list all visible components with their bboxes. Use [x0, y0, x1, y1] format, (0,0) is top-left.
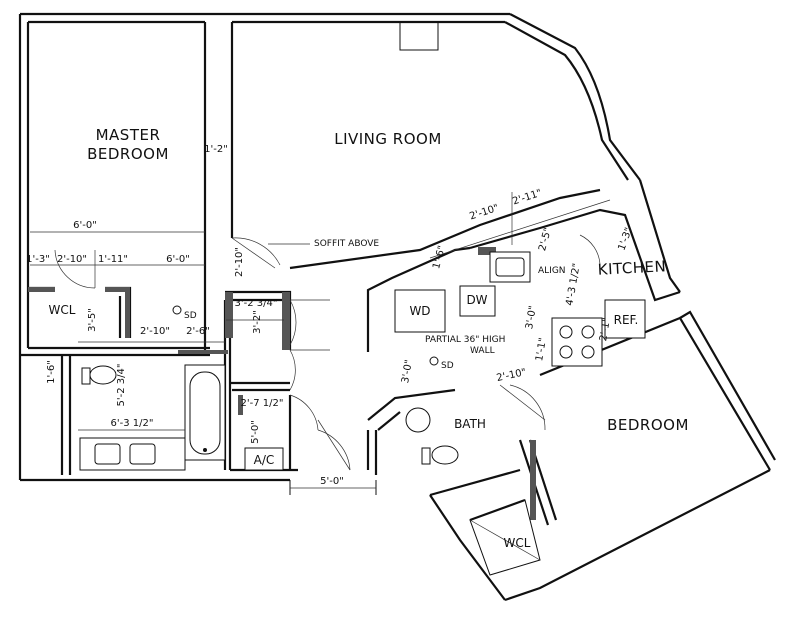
- room-label-bath: BATH: [454, 417, 486, 431]
- room-label-master-2: BEDROOM: [87, 145, 169, 163]
- dim-3-2-3-4: 3'-2 3/4": [235, 298, 278, 309]
- dim-1-6-left: 1'-6": [46, 360, 57, 384]
- note-partial-wall-2: WALL: [470, 346, 495, 356]
- dim-2-7-1-2: 2'-7 1/2": [241, 398, 284, 409]
- dim-2-6: 2'-6": [186, 326, 210, 337]
- room-labels: MASTER BEDROOM LIVING ROOM KITCHEN BEDRO…: [49, 126, 689, 550]
- room-label-wcl-master: WCL: [49, 303, 76, 317]
- note-partial-wall-1: PARTIAL 36" HIGH: [425, 335, 505, 345]
- dim-3-2-vert: 3'-2": [252, 310, 263, 334]
- dim-4-3-1-2: 4'-3 1/2": [564, 262, 582, 306]
- label-ref: REF.: [614, 313, 639, 327]
- dim-5-0-horiz: 5'-0": [320, 476, 344, 487]
- dim-3-5: 3'-5": [87, 308, 98, 332]
- note-align: ALIGN: [538, 266, 566, 276]
- dimension-lines: [30, 192, 611, 489]
- wall-hatching: [28, 247, 536, 520]
- dim-1-3-kitchen: 1'-3": [616, 226, 634, 252]
- smoke-detector-icon: [172, 305, 182, 315]
- refrigerator: [604, 299, 646, 339]
- dim-3-0-a: 3'-0": [524, 305, 539, 330]
- label-ac: A/C: [254, 453, 275, 467]
- note-sd-2: SD: [441, 361, 454, 371]
- note-sd-1: SD: [184, 311, 197, 321]
- bath-sink: [405, 407, 431, 433]
- room-label-master-1: MASTER: [96, 126, 161, 144]
- dim-2-10-vert: 2'-10": [234, 247, 245, 277]
- dim-5-0-vert: 5'-0": [250, 420, 261, 444]
- dim-1-11: 1'-11": [98, 254, 128, 265]
- fixtures: [79, 251, 646, 576]
- dim-1-6-kitchen: 1'-6": [431, 244, 448, 270]
- dim-2-10-b: 2'-10": [140, 326, 170, 337]
- label-wd: WD: [409, 304, 430, 318]
- note-soffit: SOFFIT ABOVE: [314, 239, 379, 249]
- dim-6-3-1-2: 6'-3 1/2": [111, 418, 154, 429]
- dim-6-0-mid: 6'-0": [166, 254, 190, 265]
- ac-unit: [244, 447, 284, 471]
- dim-1-2: 1'-2": [204, 144, 228, 155]
- washer-dryer: [394, 289, 446, 333]
- doors: [54, 234, 601, 471]
- dim-2-5: 2'-5": [537, 226, 554, 252]
- dim-1-1: 1'-1": [534, 337, 549, 362]
- dim-1-3-left: 1'-3": [26, 254, 50, 265]
- room-label-wcl-bedroom: WCL: [504, 536, 531, 550]
- room-label-living: LIVING ROOM: [334, 130, 442, 148]
- smoke-detector-icon: [429, 356, 439, 366]
- room-label-bedroom: BEDROOM: [607, 416, 689, 434]
- dim-2-10-bath: 2'-10": [496, 367, 528, 384]
- label-dw: DW: [466, 293, 487, 307]
- dim-5-2-3-4: 5'-2 3/4": [116, 364, 127, 407]
- notes: SOFFIT ABOVE PARTIAL 36" HIGH WALL ALIGN…: [172, 239, 566, 371]
- room-label-kitchen: KITCHEN: [597, 257, 666, 279]
- dim-6-0-top: 6'-0": [73, 220, 97, 231]
- range: [551, 317, 603, 367]
- toilet-master: [89, 365, 117, 385]
- dim-2-10-a: 2'-10": [57, 254, 87, 265]
- dishwasher: [459, 285, 496, 317]
- dim-2-1: 2'-1": [598, 317, 613, 342]
- toilet-bath: [431, 445, 459, 465]
- dim-3-0-b: 3'-0": [400, 359, 415, 384]
